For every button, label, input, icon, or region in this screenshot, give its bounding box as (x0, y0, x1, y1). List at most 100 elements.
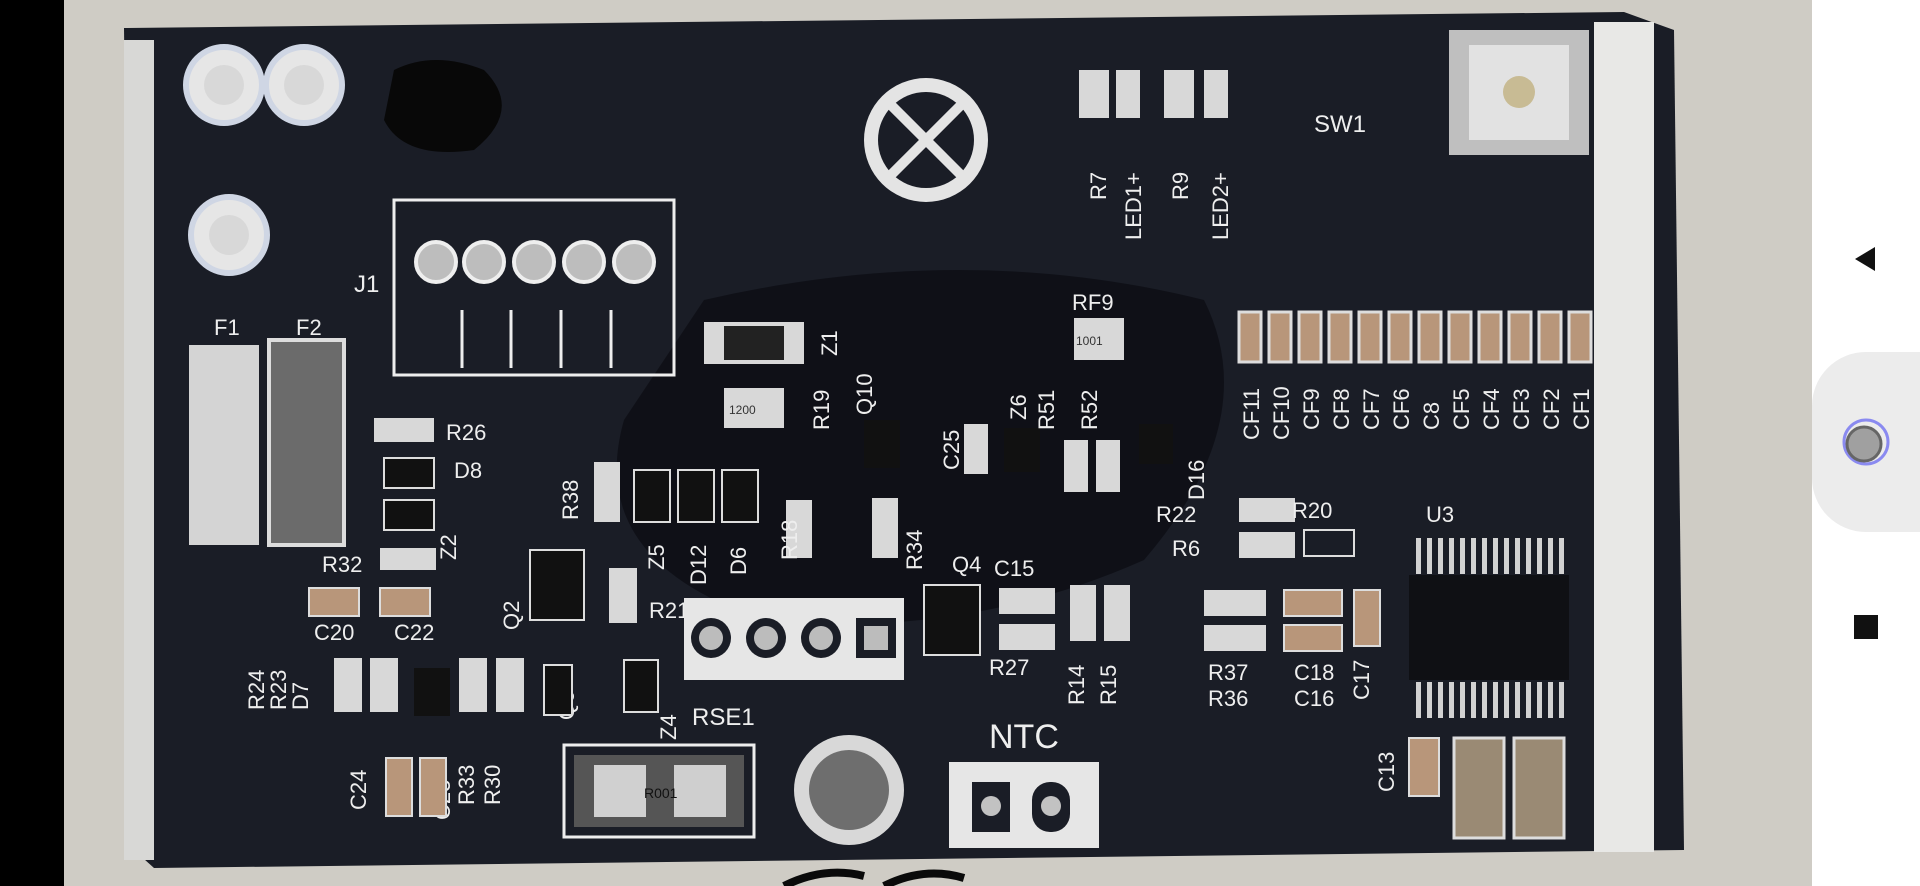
capacitor-cf11 (1237, 310, 1263, 364)
label-r9: R9 (1168, 172, 1193, 200)
label-cf10: CF10 (1269, 386, 1294, 440)
label-cf5: CF5 (1449, 388, 1474, 430)
label-z2: Z2 (436, 534, 461, 560)
marking-rf9: 1001 (1076, 334, 1103, 348)
u3-pin (1427, 538, 1432, 574)
label-c24: C24 (346, 770, 371, 810)
label-cf2: CF2 (1539, 388, 1564, 430)
label-c8: C8 (1419, 402, 1444, 430)
label-cf1: CF1 (1569, 388, 1594, 430)
u3-pin (1526, 538, 1531, 574)
label-r19: R19 (809, 390, 834, 430)
label-d8: D8 (454, 458, 482, 483)
label-r22: R22 (1156, 502, 1196, 527)
label-cf7: CF7 (1359, 388, 1384, 430)
u3-pin (1526, 682, 1531, 718)
capacitor-cf7 (1357, 310, 1383, 364)
capacitor-cf2 (1537, 310, 1563, 364)
u3-pin (1548, 682, 1553, 718)
capacitor-cf1 (1567, 310, 1593, 364)
label-cf3: CF3 (1509, 388, 1534, 430)
pcb-board: J1 F1 F2 SW1 R7 LED1+ R9 (64, 0, 1812, 886)
u3-pin (1548, 538, 1553, 574)
label-j1: J1 (354, 271, 379, 298)
u3-pin (1537, 538, 1542, 574)
label-d12: D12 (686, 545, 711, 585)
label-r20: R20 (1292, 498, 1332, 523)
label-f1: F1 (214, 315, 240, 340)
label-d6: D6 (726, 547, 751, 575)
u3-pin (1438, 682, 1443, 718)
label-r30: R30 (480, 765, 505, 805)
home-circle-icon (1842, 418, 1890, 466)
label-r32: R32 (322, 552, 362, 577)
label-r6: R6 (1172, 536, 1200, 561)
label-led1: LED1+ (1121, 172, 1146, 240)
recent-square-icon (1854, 615, 1878, 639)
label-rse1: RSE1 (692, 704, 755, 731)
back-button[interactable] (1812, 214, 1920, 304)
label-cf11: CF11 (1239, 388, 1264, 440)
label-c22: C22 (394, 620, 434, 645)
label-z1: Z1 (817, 330, 842, 356)
label-r36: R36 (1208, 686, 1248, 711)
label-d16: D16 (1184, 460, 1209, 500)
capacitor-cf4 (1477, 310, 1503, 364)
u3-pin (1471, 538, 1476, 574)
label-ntc: NTC (989, 718, 1059, 756)
home-button[interactable] (1812, 352, 1920, 532)
label-r27: R27 (989, 655, 1029, 680)
label-r14: R14 (1064, 665, 1089, 705)
capacitor-cf6 (1387, 310, 1413, 364)
label-z4: Z4 (656, 714, 681, 740)
u3-pin (1416, 538, 1421, 574)
u3-pin (1482, 538, 1487, 574)
label-r7: R7 (1086, 172, 1111, 200)
u3-pin (1460, 538, 1465, 574)
recent-apps-button[interactable] (1812, 582, 1920, 672)
label-r34: R34 (902, 530, 927, 570)
label-q10: Q10 (852, 373, 877, 415)
u3-pin (1504, 538, 1509, 574)
label-cf9: CF9 (1299, 388, 1324, 430)
marking-r19: 1200 (729, 403, 756, 417)
u3-pin (1559, 682, 1564, 718)
label-c25: C25 (939, 430, 964, 470)
u3-pin (1493, 538, 1498, 574)
label-r52: R52 (1077, 390, 1102, 430)
label-cf6: CF6 (1389, 388, 1414, 430)
u3-pin (1438, 538, 1443, 574)
capacitor-cf3 (1507, 310, 1533, 364)
label-d7: D7 (288, 682, 313, 710)
label-r15: R15 (1096, 665, 1121, 705)
back-triangle-icon (1855, 247, 1875, 271)
label-r21: R21 (649, 598, 689, 623)
capacitor-cf9 (1297, 310, 1323, 364)
label-c13: C13 (1374, 752, 1399, 792)
label-r18: R18 (777, 520, 802, 560)
u3-pin (1460, 682, 1465, 718)
label-cf8: CF8 (1329, 388, 1354, 430)
label-f2: F2 (296, 315, 322, 340)
capacitor-cf5 (1447, 310, 1473, 364)
u3-pin (1537, 682, 1542, 718)
capacitor-cf8 (1327, 310, 1353, 364)
label-z5: Z5 (644, 544, 669, 570)
label-rf9: RF9 (1072, 290, 1114, 315)
u3-pin (1427, 682, 1432, 718)
label-cf4: CF4 (1479, 388, 1504, 430)
u3-pin (1504, 682, 1509, 718)
label-c20: C20 (314, 620, 354, 645)
u3-pin (1493, 682, 1498, 718)
u3-pin (1449, 682, 1454, 718)
label-c17: C17 (1349, 660, 1374, 700)
label-u3: U3 (1426, 502, 1454, 527)
u3-pin (1449, 538, 1454, 574)
label-r38: R38 (558, 480, 583, 520)
label-q2: Q2 (499, 601, 524, 630)
marking-rse1: R001 (644, 785, 678, 801)
label-r23: R23 (266, 670, 291, 710)
label-z6: Z6 (1006, 394, 1031, 420)
label-sw1: SW1 (1314, 111, 1366, 138)
